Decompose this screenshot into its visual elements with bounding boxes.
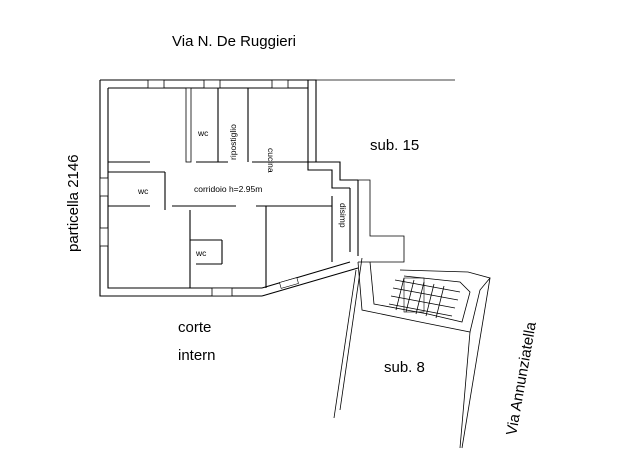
- parcel-label-left: particella 2146: [65, 154, 82, 252]
- courtyard-label-line2: intern: [178, 347, 216, 364]
- unit-label-sub15: sub. 15: [370, 137, 419, 154]
- room-label-wc-top: wc: [197, 128, 209, 138]
- windows-top: [99, 79, 289, 297]
- sub15-boundary: [315, 80, 405, 263]
- room-label-ripostiglio: ripostiglio: [228, 124, 238, 160]
- room-label-wc-bottom: wc: [195, 248, 207, 258]
- interior-walls: [108, 87, 359, 297]
- room-label-disimp: disimp: [338, 203, 348, 228]
- street-label-top: Via N. De Ruggieri: [172, 33, 296, 50]
- room-label-wc-left: wc: [137, 186, 149, 196]
- room-label-corridoio: corridoio h=2.95m: [194, 184, 262, 194]
- sub8-boundary: [333, 257, 491, 449]
- courtyard-label-line1: corte: [178, 319, 211, 336]
- street-label-right: Via Annunziatella: [503, 320, 540, 437]
- staircase: [357, 261, 491, 333]
- unit-label-sub8: sub. 8: [384, 359, 425, 376]
- room-label-cucina: cucina: [266, 148, 276, 173]
